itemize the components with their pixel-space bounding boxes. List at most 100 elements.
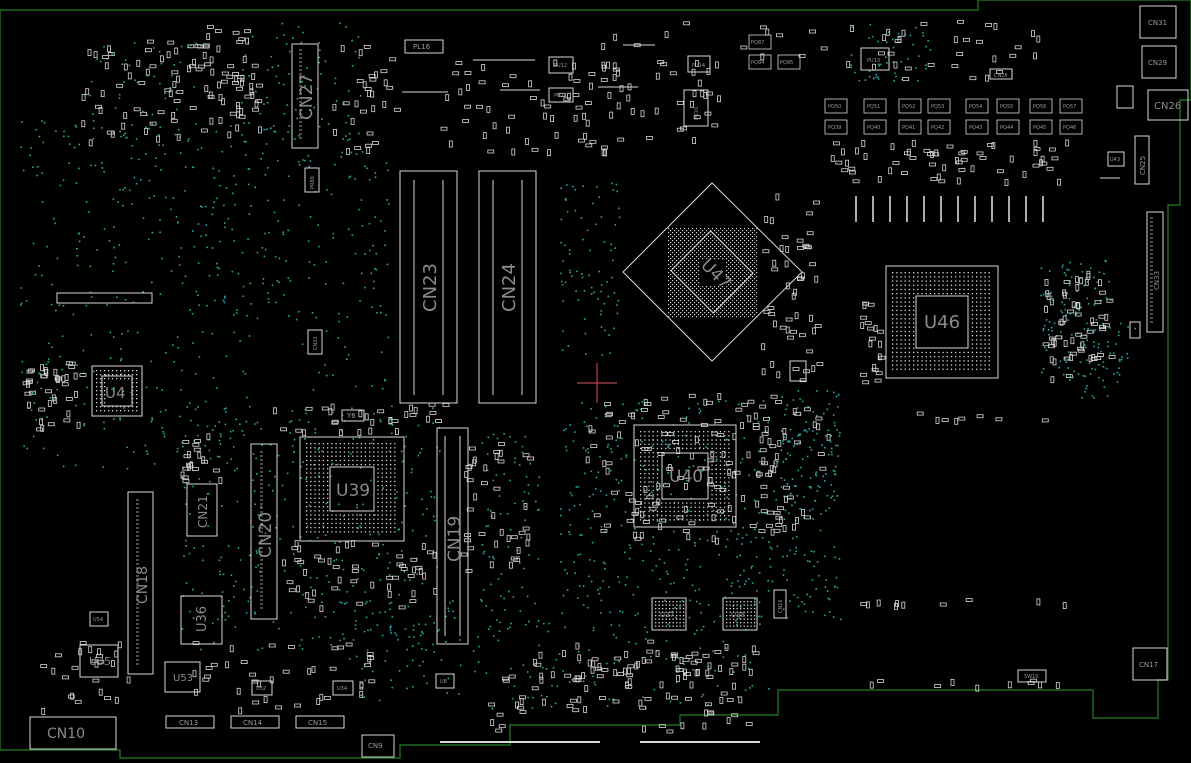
label-pq87: PQ87 <box>751 40 764 46</box>
cn9-connector <box>361 734 395 758</box>
cn28-connector <box>989 68 1013 80</box>
label-cn28: CN28 <box>994 73 1008 79</box>
label-cn16: CN16 <box>778 599 784 613</box>
label-u43: U43 <box>1110 157 1120 163</box>
pq-mosfet <box>777 54 801 70</box>
cn17-connector <box>1132 647 1168 681</box>
cn16-connector <box>773 589 787 619</box>
via-field <box>20 22 1137 710</box>
label-pq57: PQ57 <box>1063 104 1076 110</box>
crosshair-cursor-icon <box>577 363 617 403</box>
u4-chip <box>91 365 143 417</box>
pq-mosfet <box>965 98 989 114</box>
cn31-connector <box>1139 5 1177 39</box>
label-pq51: PQ51 <box>867 104 880 110</box>
pu14-chip <box>687 55 711 73</box>
label-pq85: PQ85 <box>780 60 793 66</box>
y6-crystal <box>341 409 365 422</box>
u47-chip <box>622 182 803 362</box>
u36-chip <box>180 595 223 645</box>
pq-mosfet <box>1059 119 1083 135</box>
label-u32: U32 <box>256 686 266 692</box>
label-cn17: CN17 <box>1139 661 1158 669</box>
label-pu13: PU13 <box>867 58 880 64</box>
label-cn22: CN22 <box>313 336 319 350</box>
label-u37: U37 <box>660 611 674 619</box>
label-pl16: PL16 <box>413 43 431 51</box>
u46-chip <box>885 265 999 379</box>
label-cn21: CN21 <box>196 495 210 528</box>
label-u40: U40 <box>669 467 703 487</box>
label-cn20: CN20 <box>256 512 276 558</box>
cn22-connector <box>307 329 323 355</box>
cn23-slot <box>399 170 458 404</box>
cn29-connector <box>1141 45 1177 79</box>
u43-chip <box>1107 151 1125 167</box>
cn15-connector <box>295 715 345 729</box>
label-pq39: PQ39 <box>828 125 841 131</box>
pq-mosfet <box>996 98 1020 114</box>
pq-mosfet <box>927 98 951 114</box>
cn13-connector <box>165 715 215 729</box>
label-pq43: PQ43 <box>969 125 982 131</box>
label-pq44: PQ44 <box>1000 125 1013 131</box>
u38-chip <box>722 597 758 631</box>
label-u8: U8 <box>440 679 447 685</box>
label-cn29: CN29 <box>1148 59 1167 67</box>
label-cn18: CN18 <box>135 566 151 604</box>
label-cn27: CN27 <box>297 74 317 120</box>
pq-mosfet <box>965 119 989 135</box>
pu11-chip <box>548 87 574 103</box>
label-pq55: PQ55 <box>1000 104 1013 110</box>
small-parts <box>440 34 1083 743</box>
label-cn13: CN13 <box>179 719 198 727</box>
label-cn25: CN25 <box>1139 156 1147 175</box>
component-pads <box>22 19 1153 734</box>
label-u38: U38 <box>731 611 745 619</box>
cn26-connector <box>1147 89 1189 121</box>
cn25-connector <box>1134 135 1150 185</box>
cn18-connector <box>127 491 154 675</box>
cn24-slot <box>478 170 537 404</box>
pu12-chip <box>548 56 574 74</box>
label-sw10: SW10 <box>1024 674 1038 680</box>
u39-chip <box>299 436 405 542</box>
label-u34: U34 <box>337 686 347 692</box>
pq-mosfet <box>863 119 887 135</box>
label-u4: U4 <box>105 384 126 402</box>
label-cn23: CN23 <box>420 263 441 312</box>
u40-chip <box>633 424 737 528</box>
pu10-chip <box>683 89 709 127</box>
label-pr80: PR80 <box>310 176 316 189</box>
label-pq41: PQ41 <box>902 125 915 131</box>
label-pq42: PQ42 <box>931 125 944 131</box>
label-pu10: PU10 <box>694 107 700 120</box>
label-u39: U39 <box>336 481 370 501</box>
u37-chip <box>651 597 687 631</box>
label-cn33: CN33 <box>1153 271 1161 290</box>
label-pq54: PQ54 <box>969 104 982 110</box>
label-u46: U46 <box>924 312 960 333</box>
pq-mosfet <box>748 54 772 70</box>
u8-chip <box>435 673 455 689</box>
label-pq53: PQ53 <box>931 104 944 110</box>
label-u54: U54 <box>93 617 103 623</box>
pq-mosfet <box>824 119 848 135</box>
component-labels: CN27 CN23 CN24 U47 U46 U4 U39 U40 CN20 C… <box>47 19 1181 750</box>
cn10-connector <box>29 716 117 750</box>
pq-mosfet <box>898 98 922 114</box>
cn21-connector <box>186 483 218 537</box>
pq-mosfet <box>996 119 1020 135</box>
pq-mosfet <box>898 119 922 135</box>
silkscreen-components <box>29 5 1189 758</box>
pq-mosfet <box>1029 98 1053 114</box>
u34-chip <box>332 680 354 696</box>
cn27-connector <box>291 43 319 149</box>
label-pq45: PQ45 <box>1033 125 1046 131</box>
pq-mosfet <box>927 119 951 135</box>
u54-chip <box>89 611 109 627</box>
pq-mosfet <box>863 98 887 114</box>
label-u53: U53 <box>173 673 193 684</box>
label-cn31: CN31 <box>1148 19 1167 27</box>
